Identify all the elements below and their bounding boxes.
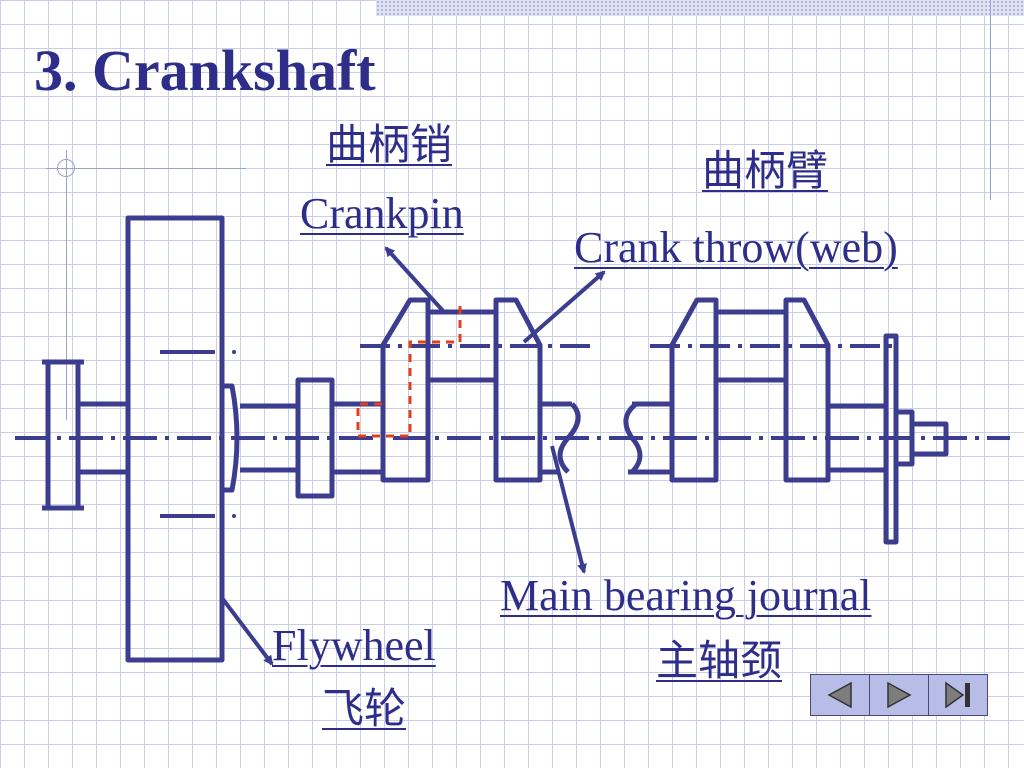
slide-title: 3. Crankshaft [34,38,376,103]
main-journal-label-cn: 主轴颈 [656,636,783,685]
margin-rule [990,0,991,200]
crank-throw-label-en: Crank throw(web) [574,223,898,272]
crank-web-1b [493,297,543,483]
nav-prev-icon [827,681,852,709]
crosshair-circle [57,159,75,177]
slide-navigation [810,674,988,716]
journal-break-right [557,402,581,474]
crankpin-label-cn: 曲柄销 [326,120,453,169]
flywheel [125,215,225,663]
main-journal-label-en: Main bearing journal [500,571,872,620]
crank-throw-arrow [522,270,606,344]
header-band [376,0,1024,16]
end-flange [45,359,81,511]
crankpin-arrow [384,246,446,314]
last-slide-button[interactable] [929,675,987,715]
flywheel-label-cn: 飞轮 [322,684,407,733]
nav-next-icon [887,681,912,709]
crank-web-2a [669,297,719,483]
flywheel-arrow [220,596,274,666]
crankpin-highlight [356,306,462,438]
next-slide-button[interactable] [870,675,929,715]
crank-web-1a [380,297,431,483]
rear-flange [883,333,899,545]
rear-stub [909,421,949,457]
crosshair-vertical [66,150,67,420]
crank-throw-label-cn: 曲柄臂 [702,146,829,195]
crankpin-label-en: Crankpin [300,189,464,238]
prev-slide-button[interactable] [811,675,870,715]
main-journal-arrow [550,445,587,574]
crank-web-2b [783,297,831,483]
flywheel-label-en: Flywheel [272,621,436,670]
crosshair-horizontal [46,168,246,169]
journal-break-left [623,402,643,474]
flywheel-hub [222,383,240,493]
timing-gear [295,377,335,499]
nav-end-icon [945,681,970,709]
